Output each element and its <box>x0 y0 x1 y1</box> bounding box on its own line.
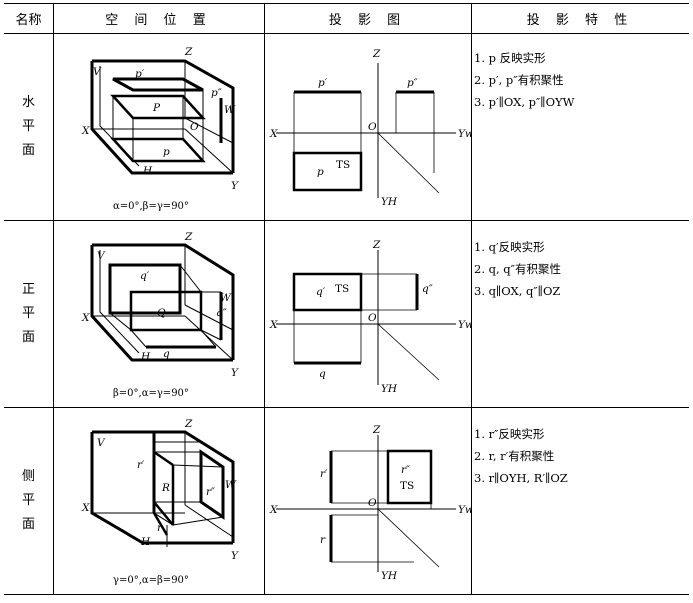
svg-text:X: X <box>269 504 278 516</box>
spatial-diagram-horizontal: Z V p′ P p″ W O X p H Y α=0°,β=γ=90° <box>81 46 239 212</box>
svg-text:W: W <box>225 479 237 491</box>
spatial-diagram-frontal: Z V q′ Q W q″ X q H Y β=0°,α=γ=90° <box>81 231 239 399</box>
svg-text:p″: p″ <box>407 77 418 89</box>
svg-text:Z: Z <box>372 239 381 251</box>
header-spatial: 空 间 位 置 <box>105 12 212 28</box>
svg-text:YH: YH <box>381 383 398 395</box>
svg-text:q″: q″ <box>422 283 433 295</box>
header-name: 名称 <box>15 12 42 28</box>
header-projection: 投 影 图 <box>328 12 407 28</box>
svg-text:H: H <box>140 536 151 548</box>
col-divider <box>264 3 265 595</box>
projection-table: 名称 空 间 位 置 投 影 图 投 影 特 性 水 平 面 <box>4 3 689 595</box>
svg-text:TS: TS <box>335 283 349 295</box>
table-border-top <box>4 3 689 4</box>
svg-text:Z: Z <box>372 424 381 436</box>
svg-text:p″: p″ <box>211 87 222 99</box>
svg-text:TS: TS <box>336 159 350 171</box>
svg-text:V: V <box>97 250 106 262</box>
svg-text:γ=0°,α=β=90°: γ=0°,α=β=90° <box>113 575 189 586</box>
properties-frontal: 1. q′反映实形 2. q, q″有积聚性 3. q∥OX, q″∥OZ <box>474 240 561 298</box>
svg-text:Y: Y <box>231 180 239 192</box>
properties-horizontal: 1. p 反映实形 2. p′, p″有积聚性 3. p′∥OX, p″∥OYW <box>474 51 575 109</box>
svg-text:YH: YH <box>381 196 398 208</box>
projection-diagram-frontal: Z q′ TS q″ X O Yw q YH <box>269 239 471 395</box>
svg-text:q″: q″ <box>216 307 227 319</box>
row-name-profile: 侧 平 面 <box>21 469 35 532</box>
svg-text:p′: p′ <box>135 68 145 80</box>
svg-text:Y: Y <box>231 550 239 562</box>
svg-text:W: W <box>220 292 232 304</box>
svg-text:Z: Z <box>184 231 193 243</box>
svg-text:q: q <box>163 348 170 360</box>
svg-text:X: X <box>269 128 278 140</box>
svg-text:r′: r′ <box>320 468 328 480</box>
svg-text:r′: r′ <box>137 459 145 471</box>
svg-text:q′: q′ <box>316 286 326 298</box>
svg-text:V: V <box>97 437 106 449</box>
svg-text:W: W <box>224 104 236 116</box>
svg-text:R: R <box>161 482 170 494</box>
svg-text:H: H <box>142 165 153 177</box>
projection-diagram-horizontal: Z p′ p″ X O Yw p TS YH <box>269 48 471 208</box>
svg-text:Q: Q <box>157 307 166 319</box>
header-divider <box>4 33 689 34</box>
svg-text:O: O <box>368 312 377 324</box>
row-name-frontal: 正 平 面 <box>21 282 35 345</box>
svg-text:X: X <box>81 125 90 137</box>
svg-text:H: H <box>140 351 151 363</box>
svg-text:q: q <box>319 368 326 380</box>
svg-text:β=0°,α=γ=90°: β=0°,α=γ=90° <box>113 388 189 399</box>
row-divider <box>4 407 689 408</box>
properties-profile: 1. r″反映实形 2. r, r′有积聚性 3. r∥OYH, R′∥OZ <box>474 427 568 485</box>
svg-text:P: P <box>152 102 161 114</box>
svg-text:r″: r″ <box>401 464 410 476</box>
svg-text:O: O <box>368 121 377 133</box>
svg-text:O: O <box>368 497 377 509</box>
svg-text:p: p <box>163 146 170 158</box>
svg-text:p′: p′ <box>318 77 328 89</box>
svg-text:Z: Z <box>184 46 193 58</box>
projection-diagram-profile: Z r′ r″ TS X O Yw r YH <box>269 424 471 582</box>
svg-text:V: V <box>93 66 102 78</box>
svg-text:Z: Z <box>372 48 381 60</box>
svg-text:X: X <box>81 312 90 324</box>
svg-text:α=0°,β=γ=90°: α=0°,β=γ=90° <box>113 201 189 212</box>
row-divider <box>4 220 689 221</box>
col-divider <box>53 3 54 595</box>
svg-text:Yw: Yw <box>458 319 471 331</box>
svg-text:r: r <box>157 522 163 534</box>
svg-text:r: r <box>320 534 326 546</box>
row-name-horizontal: 水 平 面 <box>21 95 35 158</box>
svg-text:r″: r″ <box>206 486 215 498</box>
svg-text:Z: Z <box>184 418 193 430</box>
table-border-bottom <box>4 594 689 595</box>
svg-text:YH: YH <box>381 570 398 582</box>
spatial-diagram-profile: Z V r′ R r″ W X r H Y γ=0°,α=β=90° <box>81 418 239 586</box>
col-divider <box>471 3 472 595</box>
svg-text:p: p <box>317 166 324 178</box>
svg-text:O: O <box>190 121 199 133</box>
svg-text:Y: Y <box>231 367 239 379</box>
svg-text:X: X <box>269 319 278 331</box>
header-properties: 投 影 特 性 <box>526 12 634 28</box>
svg-text:q′: q′ <box>140 270 150 282</box>
svg-text:TS: TS <box>400 480 414 492</box>
svg-text:Yw: Yw <box>458 128 471 140</box>
svg-text:Yw: Yw <box>458 504 471 516</box>
svg-text:X: X <box>81 502 90 514</box>
